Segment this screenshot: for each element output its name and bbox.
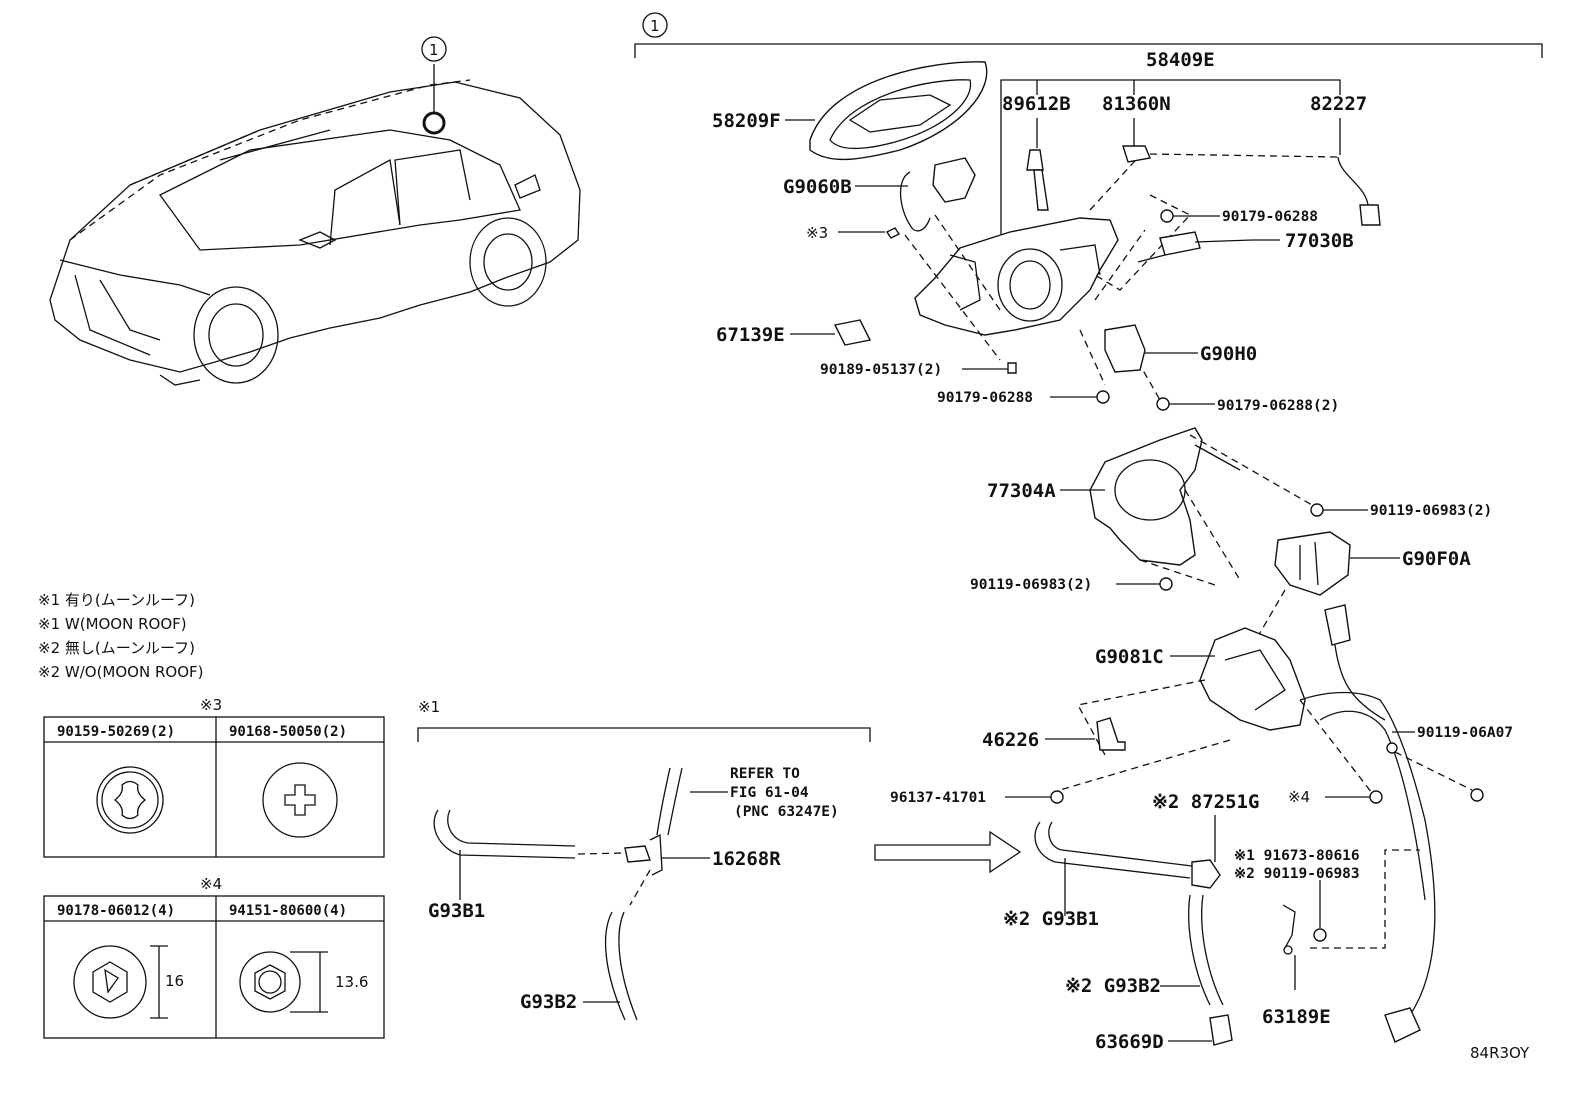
label-77304A: 77304A [987,480,1056,502]
label-G90F0A: G90F0A [1402,548,1471,570]
label-16268R: 16268R [712,848,781,870]
vehicle-illustration: 1 [49,36,581,386]
label-G9060B: G9060B [783,176,852,198]
mark-3-callout: ※3 [806,224,828,242]
table-mark-4: ※4 90178-06012(4) 94151-80600(4) 16 13.6 [43,875,385,1039]
refer-line-2: FIG 61-04 [730,785,809,801]
note-3: ※2 無し(ムーンルーフ) [38,639,195,657]
label-G93B1-left: G93B1 [428,900,485,922]
refer-line-1: REFER TO [730,766,800,782]
label-90119-06983-upper: 90119-06983(2) [1370,503,1492,519]
label-67139E: 67139E [716,324,785,346]
charging-inlet-group: 77304A 90119-06983(2) 90119-06983(2) G90… [890,427,1513,1043]
table-4-mark: ※4 [200,875,222,893]
label-63669D: 63669D [1095,1031,1164,1053]
label-46226: 46226 [982,729,1039,751]
table-4-col2: 94151-80600(4) [229,903,347,919]
callout-number-vehicle: 1 [429,41,439,59]
label-G93B1-right: ※2 G93B1 [1003,908,1099,930]
table-3-mark: ※3 [200,696,222,714]
label-G9081C: G9081C [1095,646,1164,668]
table-3-col2: 90168-50050(2) [229,724,347,740]
hose-group-right: ※2 G93B1 ※2 87251G ※2 G93B2 63669D 63189… [1003,791,1420,1053]
table-mark-3: ※3 90159-50269(2) 90168-50050(2) [43,696,385,858]
table-3-col1: 90159-50269(2) [57,724,175,740]
label-90119-06983-mark2: ※2 90119-06983 [1234,866,1360,882]
mark-4-callout: ※4 [1288,788,1310,806]
table-4-col1: 90178-06012(4) [57,903,175,919]
label-90179-06288-lower: 90179-06288 [937,390,1033,406]
label-63189E: 63189E [1262,1006,1331,1028]
moonroof-section: ※1 G93B1 16268R REFER TO FIG 61-04 (PNC … [417,698,1022,1021]
label-89612B: 89612B [1002,93,1071,115]
label-87251G: ※2 87251G [1152,791,1259,813]
label-G90H0: G90H0 [1200,343,1257,365]
mark-1-callout: ※1 [418,698,440,716]
label-90119-06983-lower: 90119-06983(2) [970,577,1092,593]
assembly-bracket: 1 58409E [634,12,1543,240]
label-G93B2-right: ※2 G93B2 [1065,975,1161,997]
label-81360N: 81360N [1102,93,1171,115]
diagram-code: 84R3OY [1470,1044,1530,1062]
label-96137-41701: 96137-41701 [890,790,986,806]
note-1: ※1 有り(ムーンルーフ) [38,591,195,609]
table-4-dim1: 16 [165,972,184,990]
label-90189-05137: 90189-05137(2) [820,362,942,378]
label-82227: 82227 [1310,93,1367,115]
refer-line-3: (PNC 63247E) [734,804,839,820]
callout-number-assembly: 1 [650,17,660,35]
note-4: ※2 W/O(MOON ROOF) [38,663,203,681]
note-2: ※1 W(MOON ROOF) [38,615,187,633]
table-4-dim2: 13.6 [335,973,368,991]
label-G93B2-left: G93B2 [520,991,577,1013]
fuel-lid-group: 58209F G9060B ※3 67139E 90189-05137(2) 9… [712,61,1381,414]
label-90179-06288-upper: 90179-06288 [1222,209,1318,225]
label-58209F: 58209F [712,110,781,132]
label-91673-80616: ※1 91673-80616 [1234,848,1360,864]
label-90119-06A07: 90119-06A07 [1417,725,1513,741]
label-58409E: 58409E [1146,49,1215,71]
label-90179-06288-2: 90179-06288(2) [1217,398,1339,414]
label-77030B: 77030B [1285,230,1354,252]
notes-block: ※1 有り(ムーンルーフ) ※1 W(MOON ROOF) ※2 無し(ムーンル… [38,591,203,681]
